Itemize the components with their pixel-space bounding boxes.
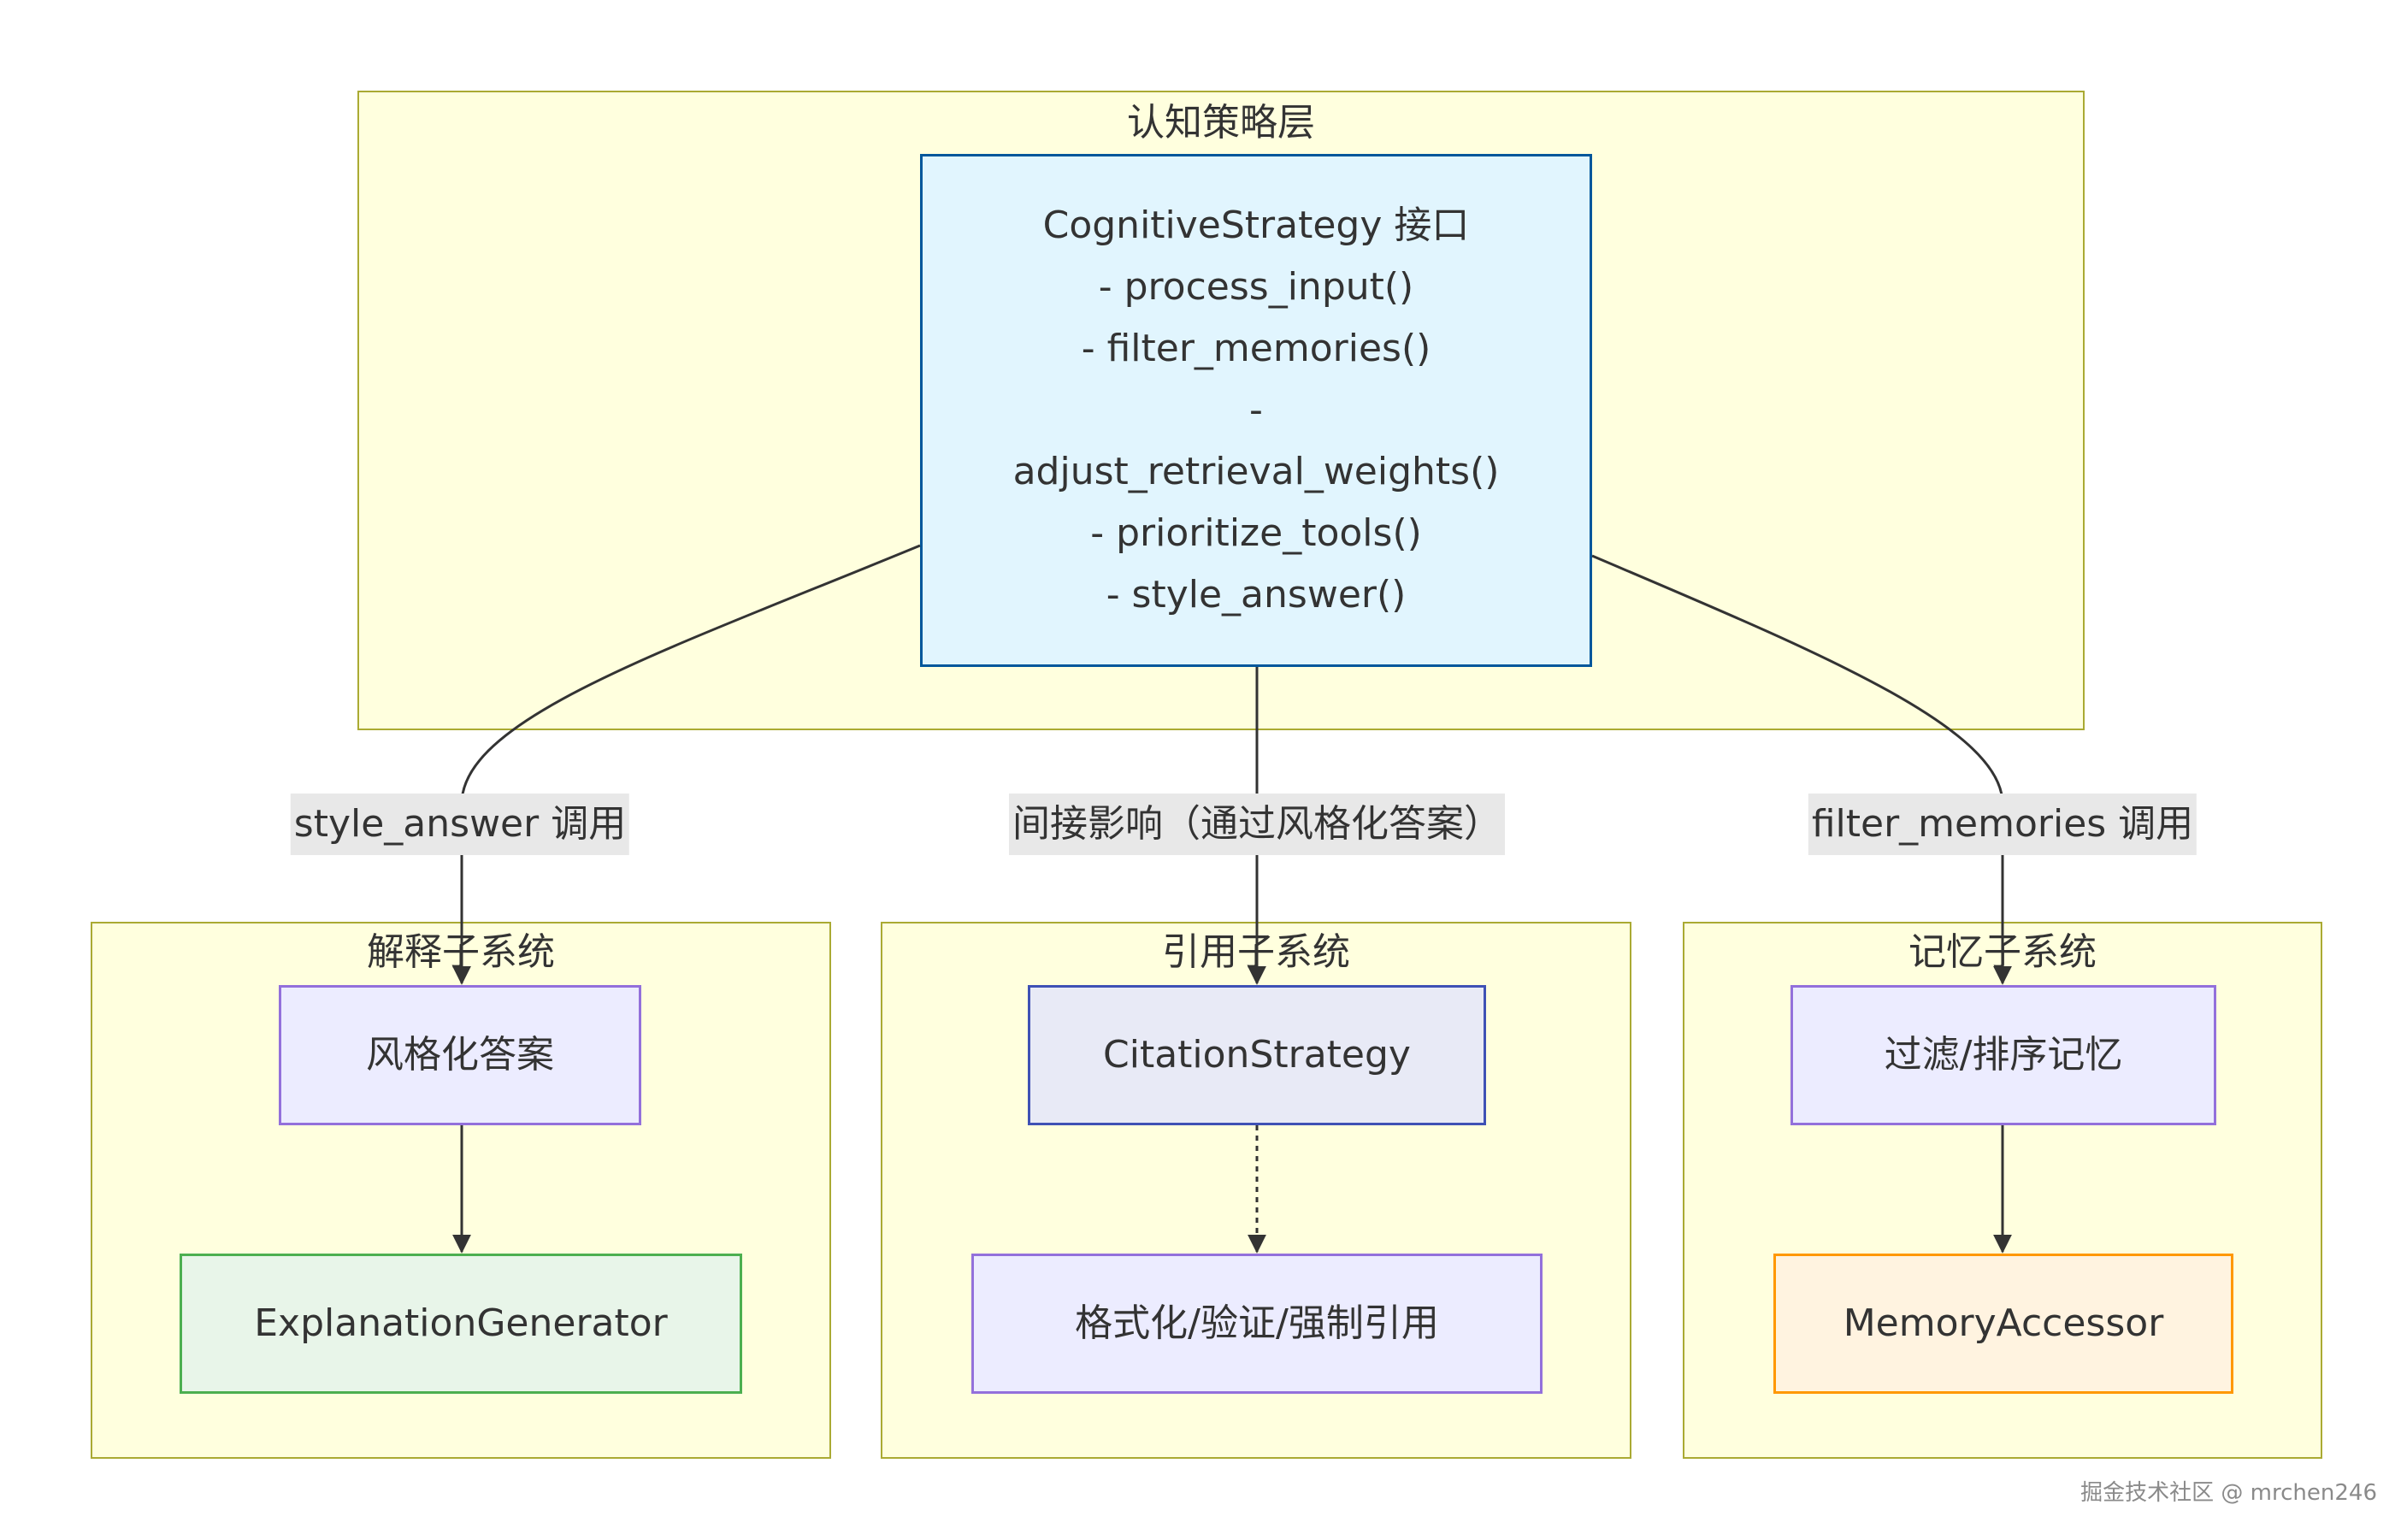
node-format-verify-citation[interactable]: 格式化/验证/强制引用	[971, 1254, 1543, 1394]
node-style-answer[interactable]: 风格化答案	[279, 985, 641, 1125]
node-explanation-generator[interactable]: ExplanationGenerator	[180, 1254, 742, 1394]
interface-line: - filter_memories()	[1081, 327, 1431, 370]
interface-line: adjust_retrieval_weights()	[1012, 450, 1500, 493]
cluster-title-citation: 引用子系统	[1162, 930, 1350, 974]
interface-line: - prioritize_tools()	[1090, 511, 1422, 555]
node-memory-accessor[interactable]: MemoryAccessor	[1773, 1254, 2233, 1394]
edge-label-style-answer-call: style_answer 调用	[290, 794, 630, 855]
edge-label-indirect-influence: 间接影响（通过风格化答案）	[1009, 794, 1505, 855]
edge-label-filter-memories-call: filter_memories 调用	[1808, 794, 2197, 855]
node-filter-sort-memory[interactable]: 过滤/排序记忆	[1790, 985, 2216, 1125]
cluster-title-strategy: 认知策略层	[1127, 101, 1315, 145]
interface-line: - style_answer()	[1106, 573, 1407, 617]
node-cognitive-strategy-interface[interactable]: CognitiveStrategy 接口 - process_input() -…	[920, 154, 1592, 667]
node-citation-strategy[interactable]: CitationStrategy	[1028, 985, 1486, 1125]
interface-line: -	[1249, 388, 1263, 432]
interface-line: - process_input()	[1098, 265, 1414, 309]
cluster-title-memory: 记忆子系统	[1908, 930, 2097, 974]
interface-line: CognitiveStrategy 接口	[1042, 204, 1470, 247]
cluster-title-explanation: 解释子系统	[367, 930, 555, 974]
watermark-text: 掘金技术社区 @ mrchen246	[2080, 1480, 2377, 1506]
